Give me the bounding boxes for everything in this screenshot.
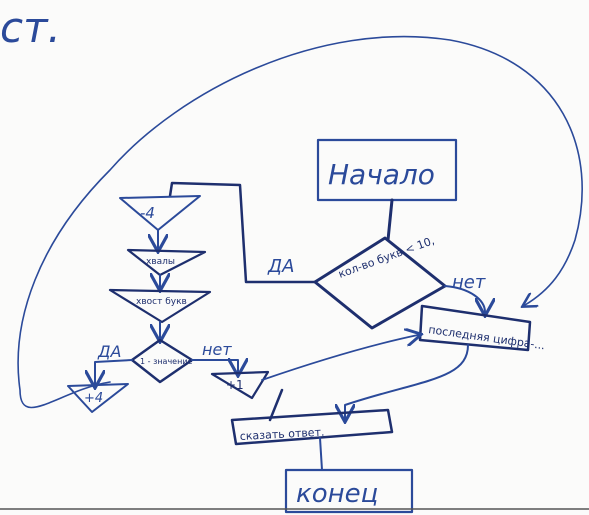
small-condition-label: 1 - значение <box>140 357 193 366</box>
plus1-to-answer-line <box>268 388 284 422</box>
no-main-arrow <box>444 285 485 312</box>
no-main-label: нет <box>452 272 486 293</box>
say-answer-label: сказать ответ. <box>239 426 324 443</box>
small-box-1 <box>126 248 207 277</box>
last-to-answer-arrow <box>345 344 469 418</box>
no-small-label: нет <box>202 340 232 359</box>
neg4-label: -4 <box>140 204 155 222</box>
end-label: конец <box>296 479 378 509</box>
plus1-shape <box>210 370 270 400</box>
say-answer-box <box>230 408 394 446</box>
start-box <box>316 138 458 202</box>
plus1-to-last-arrow <box>261 335 418 381</box>
last-letter-label: последняя цифра-... <box>428 323 546 352</box>
plus4-triangle <box>67 383 129 413</box>
start-connector <box>386 198 394 242</box>
small-box-2-label: хвост букв <box>136 297 187 307</box>
yes-main-path <box>168 181 317 284</box>
small-box-1-label: хвалы <box>146 257 175 267</box>
yes-main-label: ДА <box>267 256 294 277</box>
neg4-triangle <box>119 195 201 231</box>
no-small-arrow <box>191 360 238 372</box>
plus4-label: +4 <box>84 391 103 406</box>
main-condition-diamond <box>313 236 447 330</box>
plus1-label: +1 <box>226 378 244 392</box>
outer-loop-arrow <box>17 35 583 409</box>
start-label: Начало <box>328 158 435 191</box>
end-box <box>284 468 414 514</box>
answer-to-end-line <box>319 437 323 471</box>
yes-small-arrow <box>95 359 133 384</box>
small-condition-diamond <box>130 338 194 384</box>
small-box-2 <box>108 288 212 324</box>
yes-small-label: ДА <box>97 342 121 361</box>
header-fragment: ст. <box>0 3 61 52</box>
